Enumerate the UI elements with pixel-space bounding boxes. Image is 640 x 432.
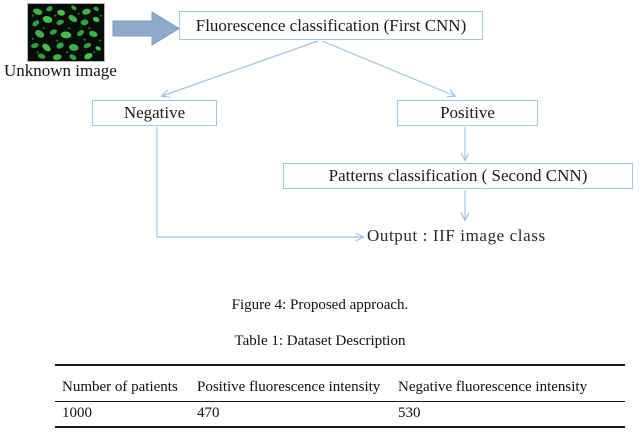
node-first-cnn-label: Fluorescence classification (First CNN) — [195, 15, 467, 35]
table-header-row: Number of patients Positive fluorescence… — [55, 365, 625, 402]
arrow-to-positive — [321, 40, 455, 96]
node-first-cnn: Fluorescence classification (First CNN) — [179, 11, 483, 40]
dataset-table: Number of patients Positive fluorescence… — [55, 364, 625, 428]
node-negative-label: Negative — [123, 103, 186, 122]
cell-number-of-patients: 1000 — [55, 401, 197, 428]
node-positive: Positive — [397, 100, 538, 126]
figure-caption: Figure 4: Proposed approach. — [231, 297, 409, 313]
arrow-to-negative — [162, 40, 319, 96]
table-caption: Table 1: Dataset Description — [234, 333, 406, 349]
cell-positive-intensity: 470 — [197, 401, 398, 428]
output-label: Output : IIF image class — [367, 226, 546, 245]
table-row: 1000 470 530 — [55, 401, 625, 428]
node-negative: Negative — [92, 100, 217, 126]
node-second-cnn-label: Patterns classification ( Second CNN) — [328, 166, 588, 185]
node-positive-label: Positive — [440, 103, 495, 122]
cell-negative-intensity: 530 — [398, 401, 625, 428]
cell-nuclei — [31, 5, 103, 61]
block-arrow-icon — [112, 11, 180, 46]
node-second-cnn: Patterns classification ( Second CNN) — [283, 163, 633, 189]
header-negative-intensity: Negative fluorescence intensity — [398, 365, 625, 402]
fluorescence-micrograph — [27, 3, 105, 62]
unknown-image-label: Unknown image — [4, 61, 117, 80]
header-positive-intensity: Positive fluorescence intensity — [197, 365, 398, 402]
header-number-of-patients: Number of patients — [55, 365, 197, 402]
